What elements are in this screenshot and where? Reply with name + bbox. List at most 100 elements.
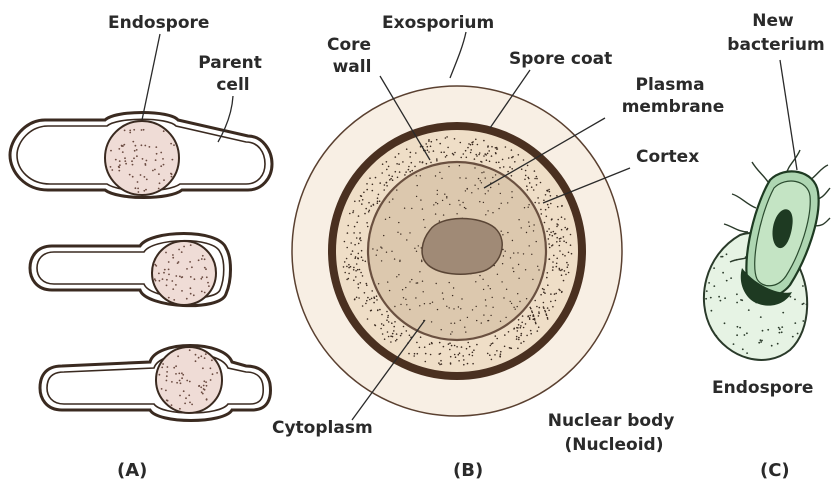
stipple-dot bbox=[158, 273, 160, 275]
stipple-dot bbox=[549, 191, 551, 193]
stipple-dot bbox=[492, 307, 493, 308]
stipple-dot bbox=[545, 194, 547, 196]
stipple-dot bbox=[372, 184, 374, 186]
stipple-dot bbox=[171, 176, 173, 178]
stipple-dot bbox=[359, 232, 361, 234]
stipple-dot bbox=[133, 129, 135, 131]
stipple-dot bbox=[758, 342, 760, 344]
stipple-dot bbox=[736, 302, 738, 304]
stipple-dot bbox=[427, 146, 429, 148]
parent-cell-2 bbox=[30, 234, 231, 306]
stipple-dot bbox=[135, 187, 137, 189]
stipple-dot bbox=[491, 155, 493, 157]
stipple-dot bbox=[193, 294, 195, 296]
stipple-dot bbox=[417, 282, 418, 283]
stipple-dot bbox=[566, 262, 568, 264]
stipple-dot bbox=[509, 166, 511, 168]
stipple-dot bbox=[500, 321, 501, 322]
stipple-dot bbox=[522, 315, 524, 317]
stipple-dot bbox=[498, 208, 499, 209]
stipple-dot bbox=[427, 150, 429, 152]
stipple-dot bbox=[462, 355, 464, 357]
stipple-dot bbox=[367, 318, 369, 320]
stipple-dot bbox=[416, 175, 417, 176]
stipple-dot bbox=[181, 377, 183, 379]
stipple-dot bbox=[377, 309, 379, 311]
stipple-dot bbox=[179, 408, 181, 410]
stipple-dot bbox=[429, 303, 430, 304]
stipple-dot bbox=[501, 281, 502, 282]
stipple-dot bbox=[545, 311, 547, 313]
stipple-dot bbox=[556, 237, 558, 239]
stipple-dot bbox=[530, 330, 532, 332]
stipple-dot bbox=[519, 301, 520, 302]
stipple-dot bbox=[379, 309, 381, 311]
stipple-dot bbox=[449, 342, 451, 344]
stipple-dot bbox=[146, 160, 148, 162]
stipple-dot bbox=[570, 234, 572, 236]
stipple-dot bbox=[190, 293, 192, 295]
stipple-dot bbox=[507, 232, 508, 233]
stipple-dot bbox=[115, 159, 117, 161]
stipple-dot bbox=[436, 139, 438, 141]
stipple-dot bbox=[746, 352, 748, 354]
stipple-dot bbox=[175, 365, 177, 367]
stipple-dot bbox=[190, 287, 192, 289]
stipple-dot bbox=[386, 161, 388, 163]
stipple-dot bbox=[483, 314, 484, 315]
stipple-dot bbox=[501, 231, 502, 232]
stipple-dot bbox=[552, 261, 554, 263]
stipple-dot bbox=[365, 303, 367, 305]
stipple-dot bbox=[465, 178, 466, 179]
stipple-dot bbox=[490, 187, 491, 188]
stipple-dot bbox=[166, 375, 168, 377]
stipple-dot bbox=[391, 176, 393, 178]
stipple-dot bbox=[460, 308, 461, 309]
stipple-dot bbox=[204, 292, 206, 294]
stipple-dot bbox=[485, 299, 486, 300]
stipple-dot bbox=[378, 194, 380, 196]
stipple-dot bbox=[724, 322, 726, 324]
stipple-dot bbox=[491, 359, 493, 361]
label-cytoplasm: Cytoplasm bbox=[272, 418, 373, 438]
stipple-dot bbox=[387, 317, 389, 319]
stipple-dot bbox=[437, 203, 438, 204]
stipple-dot bbox=[439, 342, 441, 344]
stipple-dot bbox=[162, 363, 164, 365]
stipple-dot bbox=[446, 197, 447, 198]
stipple-dot bbox=[437, 309, 438, 310]
label-exosporium: Exosporium bbox=[382, 13, 494, 33]
stipple-dot bbox=[487, 353, 489, 355]
stipple-dot bbox=[442, 292, 443, 293]
stipple-dot bbox=[549, 258, 551, 260]
stipple-dot bbox=[392, 333, 394, 335]
stipple-dot bbox=[537, 197, 539, 199]
stipple-dot bbox=[476, 306, 477, 307]
stipple-dot bbox=[200, 278, 202, 280]
stipple-dot bbox=[432, 302, 433, 303]
stipple-dot bbox=[173, 299, 175, 301]
stipple-dot bbox=[568, 272, 570, 274]
stipple-dot bbox=[483, 140, 485, 142]
stipple-dot bbox=[348, 264, 350, 266]
stipple-dot bbox=[556, 258, 558, 260]
stipple-dot bbox=[365, 208, 367, 210]
stipple-dot bbox=[499, 167, 501, 169]
stipple-dot bbox=[400, 335, 402, 337]
stipple-dot bbox=[378, 283, 379, 284]
stipple-dot bbox=[371, 298, 373, 300]
stipple-dot bbox=[397, 177, 399, 179]
stipple-dot bbox=[549, 234, 551, 236]
stipple-dot bbox=[386, 185, 388, 187]
stipple-dot bbox=[178, 373, 180, 375]
stipple-dot bbox=[409, 281, 410, 282]
stipple-dot bbox=[205, 353, 207, 355]
stipple-dot bbox=[525, 175, 527, 177]
stipple-dot bbox=[354, 299, 356, 301]
stipple-dot bbox=[496, 338, 498, 340]
stipple-dot bbox=[802, 285, 804, 287]
stipple-dot bbox=[501, 203, 502, 204]
stipple-dot bbox=[384, 184, 386, 186]
stipple-dot bbox=[475, 139, 477, 141]
